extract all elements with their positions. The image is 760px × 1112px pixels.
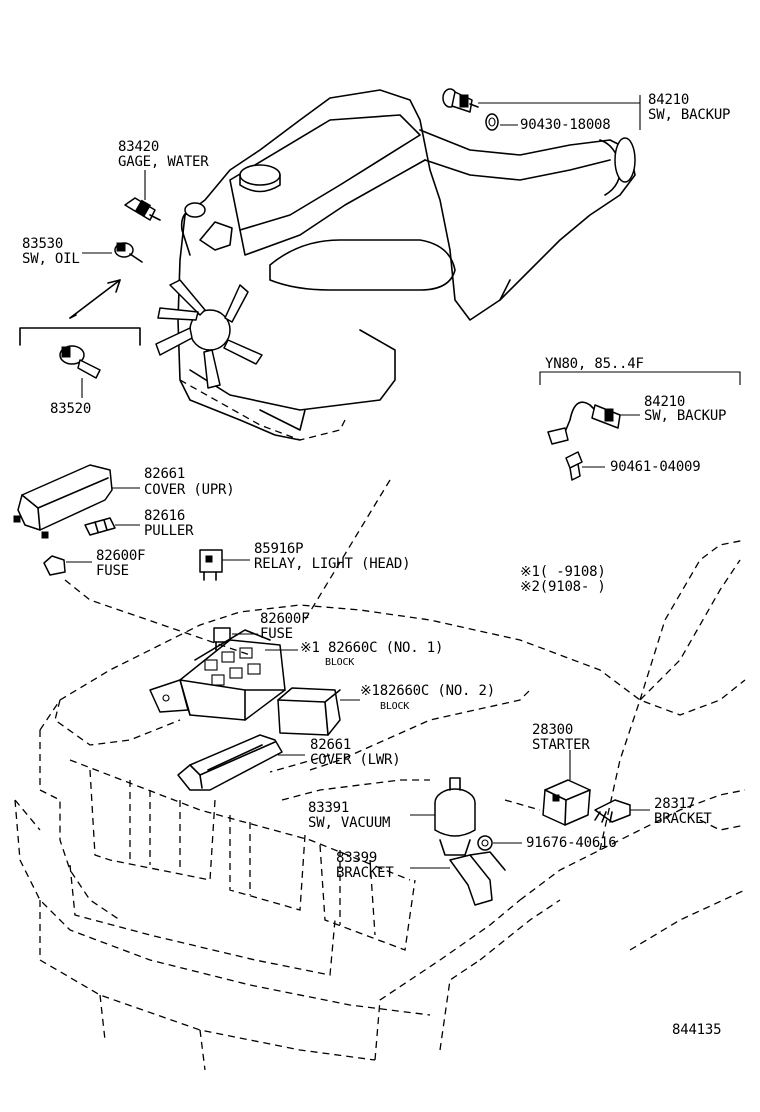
fuse-2-part-name: FUSE bbox=[260, 626, 293, 642]
block-2-part-name: BLOCK bbox=[380, 701, 410, 712]
starter-bracket-part-number: 28317 bbox=[654, 796, 696, 812]
cover-upper-part-name: COVER (UPR) bbox=[144, 482, 235, 498]
figure-number: 844135 bbox=[672, 1022, 722, 1038]
block-1-part-number: ※1 82660C (NO. 1) bbox=[300, 640, 444, 656]
bracket-2-part-number: 83399 bbox=[336, 850, 378, 866]
vehicle-front-illustration bbox=[14, 539, 746, 1071]
oil-switch-icon bbox=[114, 242, 143, 263]
nut-icon bbox=[477, 835, 493, 851]
nut-part-number: 91676-40616 bbox=[526, 835, 617, 851]
block-1-part-name: BLOCK bbox=[325, 657, 355, 668]
water-gage-sender-icon bbox=[124, 197, 161, 221]
footnote-1: ※1( -9108) bbox=[520, 564, 606, 580]
relay-block-no2-icon bbox=[277, 687, 341, 736]
fuse-part-number: 82600F bbox=[96, 548, 146, 564]
oil-switch-alt-icon bbox=[59, 345, 101, 379]
cover-upper-part-number: 82661 bbox=[144, 466, 186, 482]
gage-water-part-number: 83420 bbox=[118, 139, 160, 155]
oil-switch-part-name: SW, OIL bbox=[22, 251, 80, 267]
cover-lower-icon bbox=[177, 734, 283, 791]
relay-block-no1-icon bbox=[149, 629, 286, 721]
starter-part-number: 28300 bbox=[532, 722, 574, 738]
backup-switch-icon bbox=[442, 88, 479, 113]
bracket-2-part-name: BRACKET bbox=[336, 865, 394, 881]
engine-illustration bbox=[155, 89, 636, 441]
gasket-part-number: 90430-18008 bbox=[520, 117, 611, 133]
cover-upper-icon bbox=[13, 464, 113, 539]
fuse-small-icon bbox=[213, 627, 231, 651]
footnote-2: ※2(9108- ) bbox=[520, 579, 606, 595]
starter-bracket-part-name: BRACKET bbox=[654, 811, 712, 827]
backup-switch-part-number: 84210 bbox=[648, 92, 690, 108]
starter-bracket-icon bbox=[594, 799, 631, 823]
fuse-icon bbox=[43, 555, 66, 576]
backup-switch-part-name: SW, BACKUP bbox=[648, 107, 731, 123]
vacuum-switch-icon bbox=[434, 777, 476, 856]
puller-part-name: PULLER bbox=[144, 523, 194, 539]
oil-switch-alt-part-number: 83520 bbox=[50, 401, 92, 417]
vacuum-switch-part-name: SW, VACUUM bbox=[308, 815, 391, 831]
starter-relay-icon bbox=[542, 779, 591, 826]
clip-icon bbox=[565, 451, 583, 481]
puller-icon bbox=[84, 517, 116, 536]
cover-lower-part-number: 82661 bbox=[310, 737, 352, 753]
oil-switch-part-number: 83530 bbox=[22, 236, 64, 252]
variant-header: YN80, 85..4F bbox=[545, 356, 644, 372]
fuse-part-name: FUSE bbox=[96, 563, 129, 579]
relay-part-number: 85916P bbox=[254, 541, 304, 557]
gasket-icon bbox=[485, 113, 499, 131]
fuse-2-part-number: 82600F bbox=[260, 611, 310, 627]
bracket-83399-icon bbox=[449, 851, 506, 906]
backup-switch-wired-icon bbox=[547, 401, 621, 445]
gage-water-part-name: GAGE, WATER bbox=[118, 154, 209, 170]
vacuum-switch-part-number: 83391 bbox=[308, 800, 350, 816]
cover-lower-part-name: COVER (LWR) bbox=[310, 752, 401, 768]
backup-switch-2-part-number: 84210 bbox=[644, 394, 686, 410]
block-2-part-number: ※182660C (NO. 2) bbox=[360, 683, 495, 699]
puller-part-number: 82616 bbox=[144, 508, 186, 524]
relay-part-name: RELAY, LIGHT (HEAD) bbox=[254, 556, 411, 572]
clip-part-number: 90461-04009 bbox=[610, 459, 701, 475]
backup-switch-2-part-name: SW, BACKUP bbox=[644, 408, 727, 424]
cooling-fan bbox=[155, 279, 263, 389]
starter-part-name: STARTER bbox=[532, 737, 590, 753]
headlight-relay-icon bbox=[199, 549, 223, 581]
